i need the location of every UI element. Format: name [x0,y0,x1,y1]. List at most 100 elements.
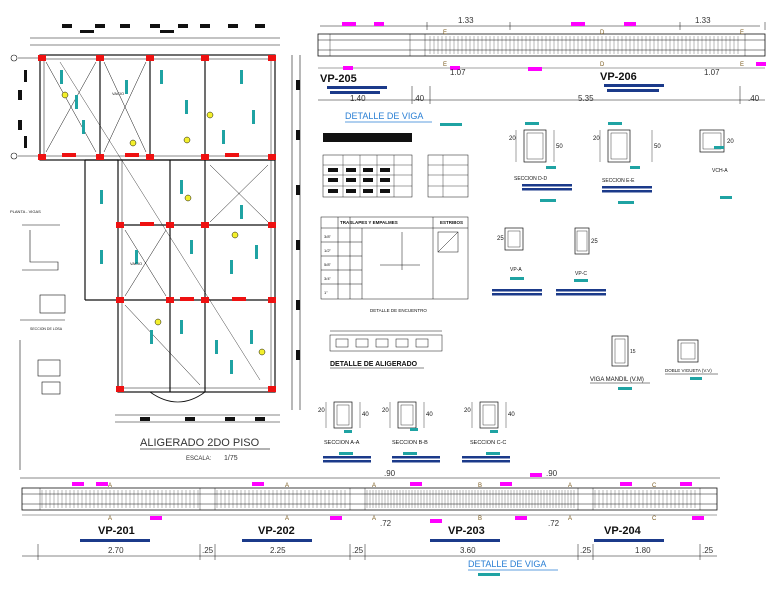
plan-room-label-2: VACIO [130,261,142,266]
beam-elevation-bottom [20,477,720,560]
sec-vpc-dim-25: 25 [591,239,598,245]
dim-0-90-b: .90 [546,469,558,478]
section-vc-label: DOBLE VIGUETA (V.V) [665,368,712,373]
sec-mark-e-low: E [443,62,447,68]
dim-0-25-a: .25 [202,546,214,555]
splice-table-title: TRASLAPES Y EMPALMES [340,220,398,225]
dim-5-35: 5.35 [578,94,594,103]
sec-vm-dim-15: 15 [630,349,636,355]
sec-vpa-dim-25: 25 [497,236,504,242]
dim-1-07-b: 1.07 [704,68,720,77]
sec-mark-b-2: B [478,516,482,522]
plan-side-note: PLANTA - VIGAS [10,209,41,214]
beam-label-vp201: VP-201 [98,525,135,537]
section-details [325,129,725,429]
dim-0-25-c: .25 [580,546,592,555]
sec-mark-d-low: D [600,62,605,68]
detalle-viga-top-title: DETALLE DE VIGA [345,111,423,121]
dim-2-25: 2.25 [270,546,286,555]
beam-label-vp202: VP-202 [258,525,295,537]
vp205-rebar-note-2 [330,91,380,94]
section-vp-c-label: VP-C [575,271,587,277]
sec-c-dim-40: 40 [508,412,515,418]
sec-d-dim-50: 50 [556,144,563,150]
diam-label-4: 3/4" [324,276,332,281]
beam-top-magenta-tags [342,22,766,71]
dim-1-80: 1.80 [635,546,651,555]
sec-mark-c-1: C [652,483,657,489]
section-c-label: SECCION C-C [470,440,506,446]
dim-2-70: 2.70 [108,546,124,555]
section-b-label: SECCION B-B [392,440,428,446]
plan-left-axis-ticks [10,54,40,160]
dim-0-90-a: .90 [384,469,396,478]
section-vm-label: VIGA MANDIL (V.M) [590,377,644,383]
reinforcement-table-2 [427,154,469,198]
sec-mark-e-top-right: E [740,30,744,36]
dim-0-25-b: .25 [352,546,364,555]
section-vch-label: VCH-A [712,168,728,174]
sec-a-dim-20: 20 [318,408,325,414]
beam-label-vp203: VP-203 [448,525,485,537]
dim-0-72-b: .72 [548,519,560,528]
plan-scale-label: ESCALA: [186,456,212,462]
diam-label-2: 1/2" [324,248,332,253]
plan-scale-value: 1/75 [224,455,238,462]
plan-right-axis-ticks [291,55,301,410]
floor-plan: PLANTA - VIGAS SECCION DE LOSA VACIO VAC… [10,24,301,470]
beam-bottom-magenta-tags [72,473,704,523]
sec-b-dim-40: 40 [426,412,433,418]
section-teal-tags [339,122,732,455]
sec-mark-b-1: B [478,483,482,489]
reinforcement-table-1 [322,133,413,198]
dim-1-33-b: 1.33 [695,16,711,25]
stirrup-pattern-bottom [41,490,696,508]
section-notes [323,184,652,463]
diam-label-5: 1" [324,290,328,295]
plan-left-mini-details [19,224,66,470]
plan-node-markers [61,91,266,356]
beam-elevation-top [317,22,766,104]
plan-room-label-1: VACIO [112,91,124,96]
sec-mark-a-1: A [108,483,112,489]
aligerado-detail-drawing [329,330,443,352]
encuentro-detail-title: DETALLE DE ENCUENTRO [370,308,427,313]
dim-1-33-a: 1.33 [458,16,474,25]
sec-c-dim-20: 20 [464,408,471,414]
sec-mark-a-4: A [568,483,572,489]
plan-title: ALIGERADO 2DO PISO [140,437,260,449]
dim-1-40: 1.40 [350,94,366,103]
dim-0-25-d: .25 [702,546,714,555]
sec-mark-a-3: A [372,483,376,489]
plan-bottom-dimension-ticks [115,414,280,423]
detalle-viga-bottom-teal-tag [478,573,500,576]
vp205-rebar-note [327,86,387,89]
aligerado-detail-title: DETALLE DE ALIGERADO [330,361,418,368]
sec-mark-e-low-right: E [740,62,744,68]
sec-mark-c-2: C [652,516,657,522]
sec-mark-d-top: D [600,30,605,36]
plan-columns [38,55,276,392]
dim-0-40-b: .40 [748,94,760,103]
vp206-rebar-note-2 [607,89,659,92]
splice-table [320,216,469,300]
section-a-label: SECCION A-A [324,440,360,446]
beam-bottom-rebar-notes [80,539,664,542]
diam-label-3: 5/8" [324,262,332,267]
dim-1-07-a: 1.07 [450,68,466,77]
sec-e-dim-20: 20 [593,136,600,142]
stirrup-pattern-top [429,36,739,54]
sec-mark-e-top: E [443,30,447,36]
dim-0-72-a: .72 [380,519,392,528]
dim-0-40-a: .40 [413,94,425,103]
sec-mark-a-6: A [285,516,289,522]
detalle-viga-bottom-title: DETALLE DE VIGA [468,559,546,569]
plan-top-dimension-ticks [30,24,280,46]
sec-e-dim-50: 50 [654,144,661,150]
plan-mid-note: SECCION DE LOSA [30,327,63,331]
sec-mark-a-8: A [568,516,572,522]
sec-mark-a-2: A [285,483,289,489]
beam-label-vp206: VP-206 [600,71,637,83]
vp206-rebar-note [604,84,664,87]
